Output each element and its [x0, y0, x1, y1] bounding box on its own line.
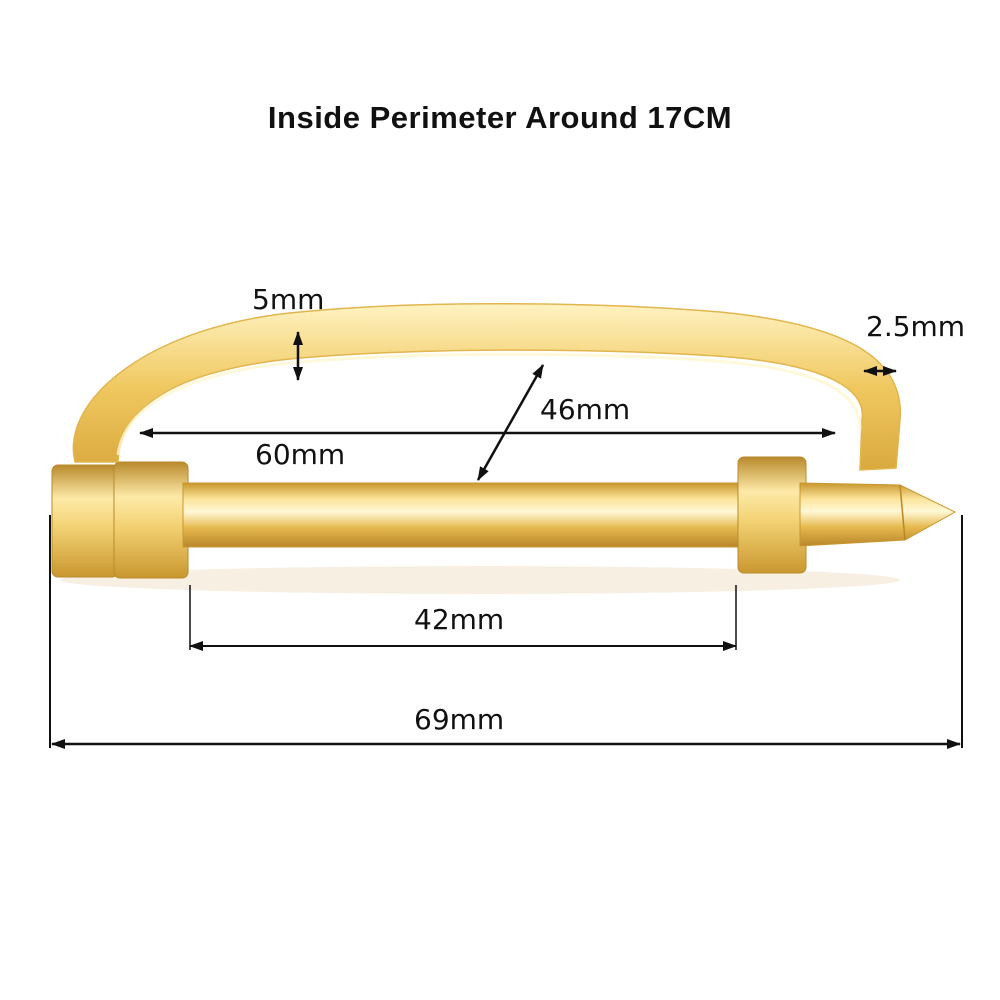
inner-width-label: 60mm: [255, 438, 346, 471]
pin-shaft: [182, 482, 744, 548]
band-width-label: 5mm: [252, 283, 325, 316]
shadow: [60, 566, 900, 594]
pin-tip-edge: [899, 484, 906, 541]
band-inner-edge: [116, 352, 862, 456]
pin-length-label: 42mm: [414, 603, 505, 636]
band-thickness-label: 2.5mm: [866, 310, 966, 343]
right-collar: [737, 456, 807, 574]
left-cap-outer: [51, 464, 119, 578]
inner-height-label: 46mm: [540, 393, 631, 426]
total-length-label: 69mm: [414, 703, 505, 736]
pin-tip: [799, 482, 957, 547]
inner-height-arrow: [476, 364, 545, 481]
bracelet-band: [72, 302, 902, 471]
left-cap-inner: [113, 461, 189, 579]
diagram-title: Inside Perimeter Around 17CM: [267, 100, 733, 135]
